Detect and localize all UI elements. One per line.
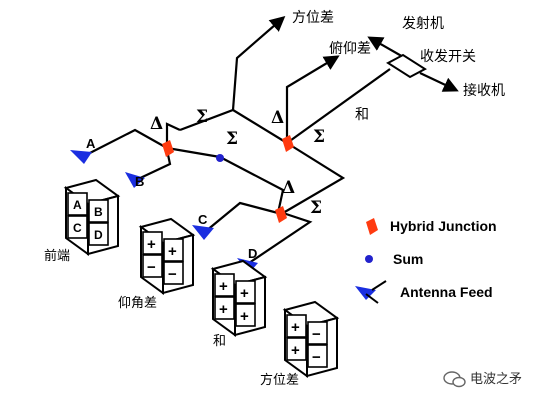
sigma-symbol-upper: Σ — [196, 107, 208, 127]
legend-sum-icon — [365, 255, 373, 263]
line-dot-to-right — [219, 156, 285, 214]
waveguide-network — [85, 15, 459, 264]
sigma-symbol-top: Σ — [313, 127, 325, 147]
watermark: 电波之矛 — [443, 371, 522, 388]
elev-sign-1: + — [147, 236, 156, 253]
quadrant-front: A B C D — [63, 178, 121, 256]
hybrid-junction-top — [282, 135, 294, 152]
chat-bubble-icon — [443, 371, 466, 388]
feed-label-c: C — [198, 212, 208, 227]
front-cell-a: A — [73, 198, 82, 212]
quadrant-elevation: + + − − — [138, 217, 196, 295]
antenna-feed-b — [125, 172, 145, 188]
line-feed-a — [85, 128, 168, 156]
line-transmitter — [367, 36, 406, 59]
receiver-label: 接收机 — [463, 82, 505, 99]
line-sum-out — [286, 68, 391, 144]
az-sign-2: − — [312, 326, 321, 343]
feed-label-b: B — [135, 174, 144, 189]
sum-sign-1: + — [219, 278, 228, 295]
front-caption: 前端 — [44, 248, 70, 264]
az-sign-3: + — [291, 342, 300, 359]
hybrid-junction-bottom — [275, 206, 287, 223]
front-cell-c: C — [73, 221, 82, 235]
duplexer-box — [386, 53, 427, 79]
line-azimuth-out — [231, 15, 286, 111]
azimuth-diff-label: 方位差 — [292, 10, 334, 26]
watermark-text: 电波之矛 — [470, 372, 522, 387]
delta-symbol-left: Δ — [150, 114, 163, 134]
azimuth-caption: 方位差 — [260, 372, 299, 388]
az-sign-4: − — [312, 349, 321, 366]
hybrid-junction-left — [162, 140, 174, 157]
antenna-feed-c — [192, 225, 214, 240]
transmitter-label: 发射机 — [402, 16, 444, 32]
sum-output-label: 和 — [355, 107, 369, 123]
line-feed-c — [205, 201, 279, 232]
elev-sign-2: + — [168, 243, 177, 260]
quadrant-azimuth: + − + − — [282, 300, 340, 378]
quadrant-sum: + + + + — [210, 259, 268, 337]
legend-sum-label: Sum — [393, 251, 423, 267]
feed-label-d: D — [248, 246, 257, 261]
sigma-symbol-bottom: Σ — [310, 198, 322, 218]
legend-hybrid-label: Hybrid Junction — [390, 218, 497, 234]
legend-feed-icon — [355, 280, 387, 304]
elev-sign-4: − — [168, 266, 177, 283]
line-elevation-out — [285, 55, 340, 143]
delta-symbol-bottom: Δ — [282, 178, 295, 198]
sigma-symbol-mid: Σ — [226, 129, 238, 149]
delta-symbol-top: Δ — [271, 108, 284, 128]
sum-dot — [216, 154, 224, 162]
az-sign-1: + — [291, 319, 300, 336]
front-cell-b: B — [94, 205, 103, 219]
legend: Hybrid Junction Sum Antenna Feed — [355, 218, 497, 304]
line-left-delta — [165, 122, 181, 148]
front-cell-d: D — [94, 228, 103, 242]
elevation-diff-label: 俯仰差 — [329, 41, 371, 57]
sum-sign-4: + — [240, 308, 249, 325]
line-left-sum — [166, 146, 221, 159]
sum-sign-3: + — [219, 301, 228, 318]
feed-label-a: A — [86, 136, 96, 151]
line-top-to-bottom — [282, 142, 346, 214]
elev-sign-3: − — [147, 259, 156, 276]
hybrid-junctions — [162, 135, 294, 223]
line-feed-d — [248, 211, 313, 264]
sum-caption: 和 — [213, 334, 226, 349]
duplexer-label: 收发开关 — [420, 49, 476, 65]
sum-sign-2: + — [240, 285, 249, 302]
antenna-feed-a — [70, 150, 92, 164]
line-receiver — [419, 72, 459, 92]
elevation-caption: 仰角差 — [118, 296, 157, 311]
legend-feed-label: Antenna Feed — [400, 284, 493, 300]
legend-hybrid-icon — [366, 218, 378, 235]
